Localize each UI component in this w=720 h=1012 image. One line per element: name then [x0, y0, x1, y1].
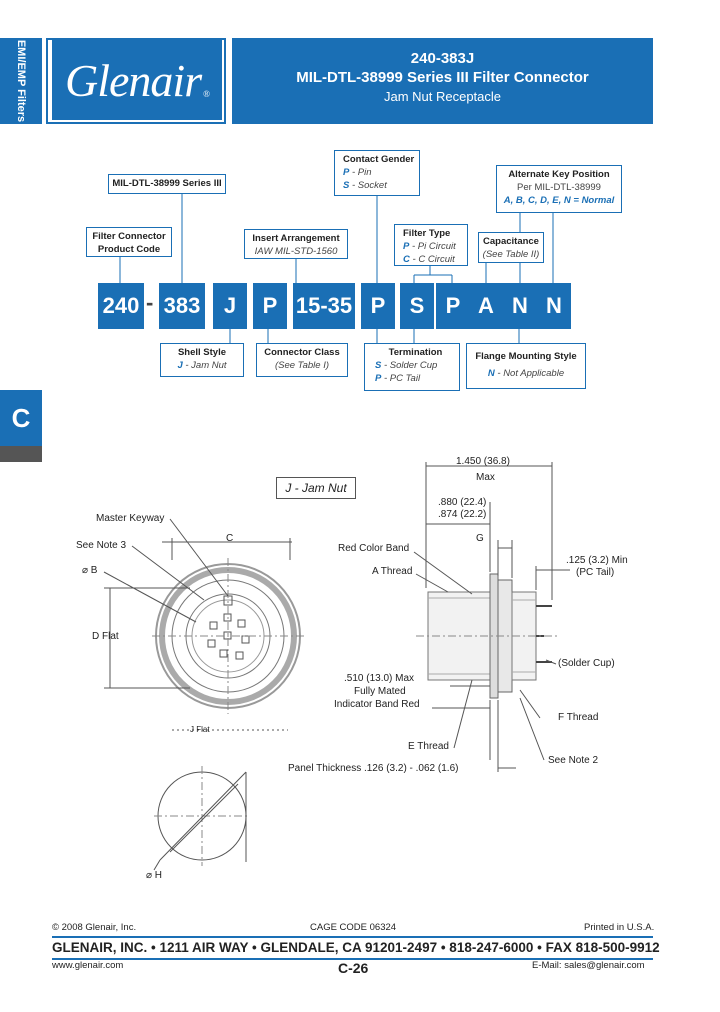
filter-type-option-c: C - C Circuit [403, 254, 455, 265]
label-e-thread: E Thread [408, 741, 449, 752]
label-g: G [476, 533, 484, 544]
part-segment-filter-type: P [436, 283, 470, 329]
label-contact-gender: Contact Gender P - Pin S - Socket [334, 150, 420, 196]
label-mated-1: .510 (13.0) Max [344, 673, 415, 684]
part-segment-capacitance: A [469, 283, 503, 329]
label-red-band: Red Color Band [338, 543, 410, 554]
label-pc-tail-1: .125 (3.2) Min [566, 555, 628, 566]
label-alternate-key: Alternate Key Position Per MIL-DTL-38999… [496, 165, 622, 213]
front-view [103, 518, 304, 731]
part-dash: - [146, 290, 154, 315]
label-solder-cup: (Solder Cup) [558, 658, 615, 669]
label-shell-style: Shell Style J - Jam Nut [160, 343, 244, 377]
section-tab: C [0, 390, 42, 446]
style-label-box: J - Jam Nut [276, 477, 356, 499]
label-mated-3: Indicator Band Red [334, 699, 420, 710]
label-j-flat: J Flat [190, 725, 210, 734]
label-connector-class: Connector Class (See Table I) [256, 343, 348, 377]
label-see-note-2: See Note 2 [548, 755, 599, 766]
label-filter-type: Filter Type P - Pi Circuit C - C Circuit [394, 224, 468, 266]
label-overall-max: Max [476, 472, 495, 483]
product-subtitle: Jam Nut Receptacle [383, 89, 502, 104]
label-panel-thickness: Panel Thickness .126 (3.2) - .062 (1.6) [288, 763, 459, 774]
footer-rule-bottom [52, 958, 653, 960]
footer-email[interactable]: E-Mail: sales@glenair.com [532, 960, 645, 971]
label-overall-length: 1.450 (36.8) [456, 456, 510, 467]
label-c: C [226, 533, 234, 544]
part-segment-termination: S [400, 283, 434, 329]
label-mated-2: Fully Mated [354, 686, 406, 697]
footer-address: GLENAIR, INC. • 1211 AIR WAY • GLENDALE,… [52, 940, 660, 955]
panel-cutout-view [153, 766, 250, 871]
label-flange-mounting: Flange Mounting Style N - Not Applicable [466, 343, 586, 389]
logo-mark: ® [203, 89, 210, 99]
footer-copyright: © 2008 Glenair, Inc. [52, 922, 137, 933]
part-segment-connector-class: P [253, 283, 287, 329]
label-dia-b: ⌀ B [82, 565, 98, 576]
label-series: MIL-DTL-38999 Series III [108, 174, 226, 194]
part-segment-alt-key: N [537, 283, 571, 329]
part-segment-insert: 15-35 [293, 283, 355, 329]
contact-gender-option-s: S - Socket [343, 180, 387, 191]
label-termination: Termination S - Solder Cup P - PC Tail [364, 343, 460, 391]
label-capacitance: Capacitance(See Table II) [478, 232, 544, 263]
footer-printed: Printed in U.S.A. [584, 922, 655, 933]
contact-gender-option-p: P - Pin [343, 167, 372, 178]
label-product-code: Filter Connector Product Code [86, 227, 172, 257]
label-dia-h: ⌀ H [146, 870, 163, 881]
filter-type-option-p: P - Pi Circuit [403, 241, 456, 252]
title-band: 240-383J MIL-DTL-38999 Series III Filter… [232, 38, 653, 124]
footer-page-number: C-26 [338, 960, 369, 976]
label-see-note-3: See Note 3 [76, 540, 127, 551]
footer-website[interactable]: www.glenair.com [52, 960, 124, 971]
logo-text: Glenair [65, 54, 202, 106]
contact-pattern [207, 613, 250, 660]
section-tab-shadow [0, 446, 42, 462]
label-master-keyway: Master Keyway [96, 513, 165, 524]
part-segment-series: 383 [159, 283, 205, 329]
part-segment-contact-gender: P [361, 283, 395, 329]
part-segment-product-code: 240 [98, 283, 144, 329]
footer-cage-code: CAGE CODE 06324 [310, 922, 397, 933]
label-f-thread: F Thread [558, 712, 599, 723]
label-d-flat: D Flat [92, 631, 119, 642]
label-dim-a2: .874 (22.2) [438, 509, 487, 520]
part-number-title: 240-383J [410, 50, 475, 67]
label-dim-a1: .880 (22.4) [438, 497, 487, 508]
side-category-tab: EMI/EMP Filters [0, 38, 42, 124]
part-segment-flange: N [503, 283, 537, 329]
product-title: MIL-DTL-38999 Series III Filter Connecto… [296, 69, 589, 86]
side-view [413, 462, 570, 772]
part-segment-shell-style: J [213, 283, 247, 329]
glenair-logo: Glenair® [52, 40, 222, 120]
footer-rule-top [52, 936, 653, 938]
label-a-thread: A Thread [372, 566, 413, 577]
label-pc-tail-2: (PC Tail) [576, 567, 615, 578]
